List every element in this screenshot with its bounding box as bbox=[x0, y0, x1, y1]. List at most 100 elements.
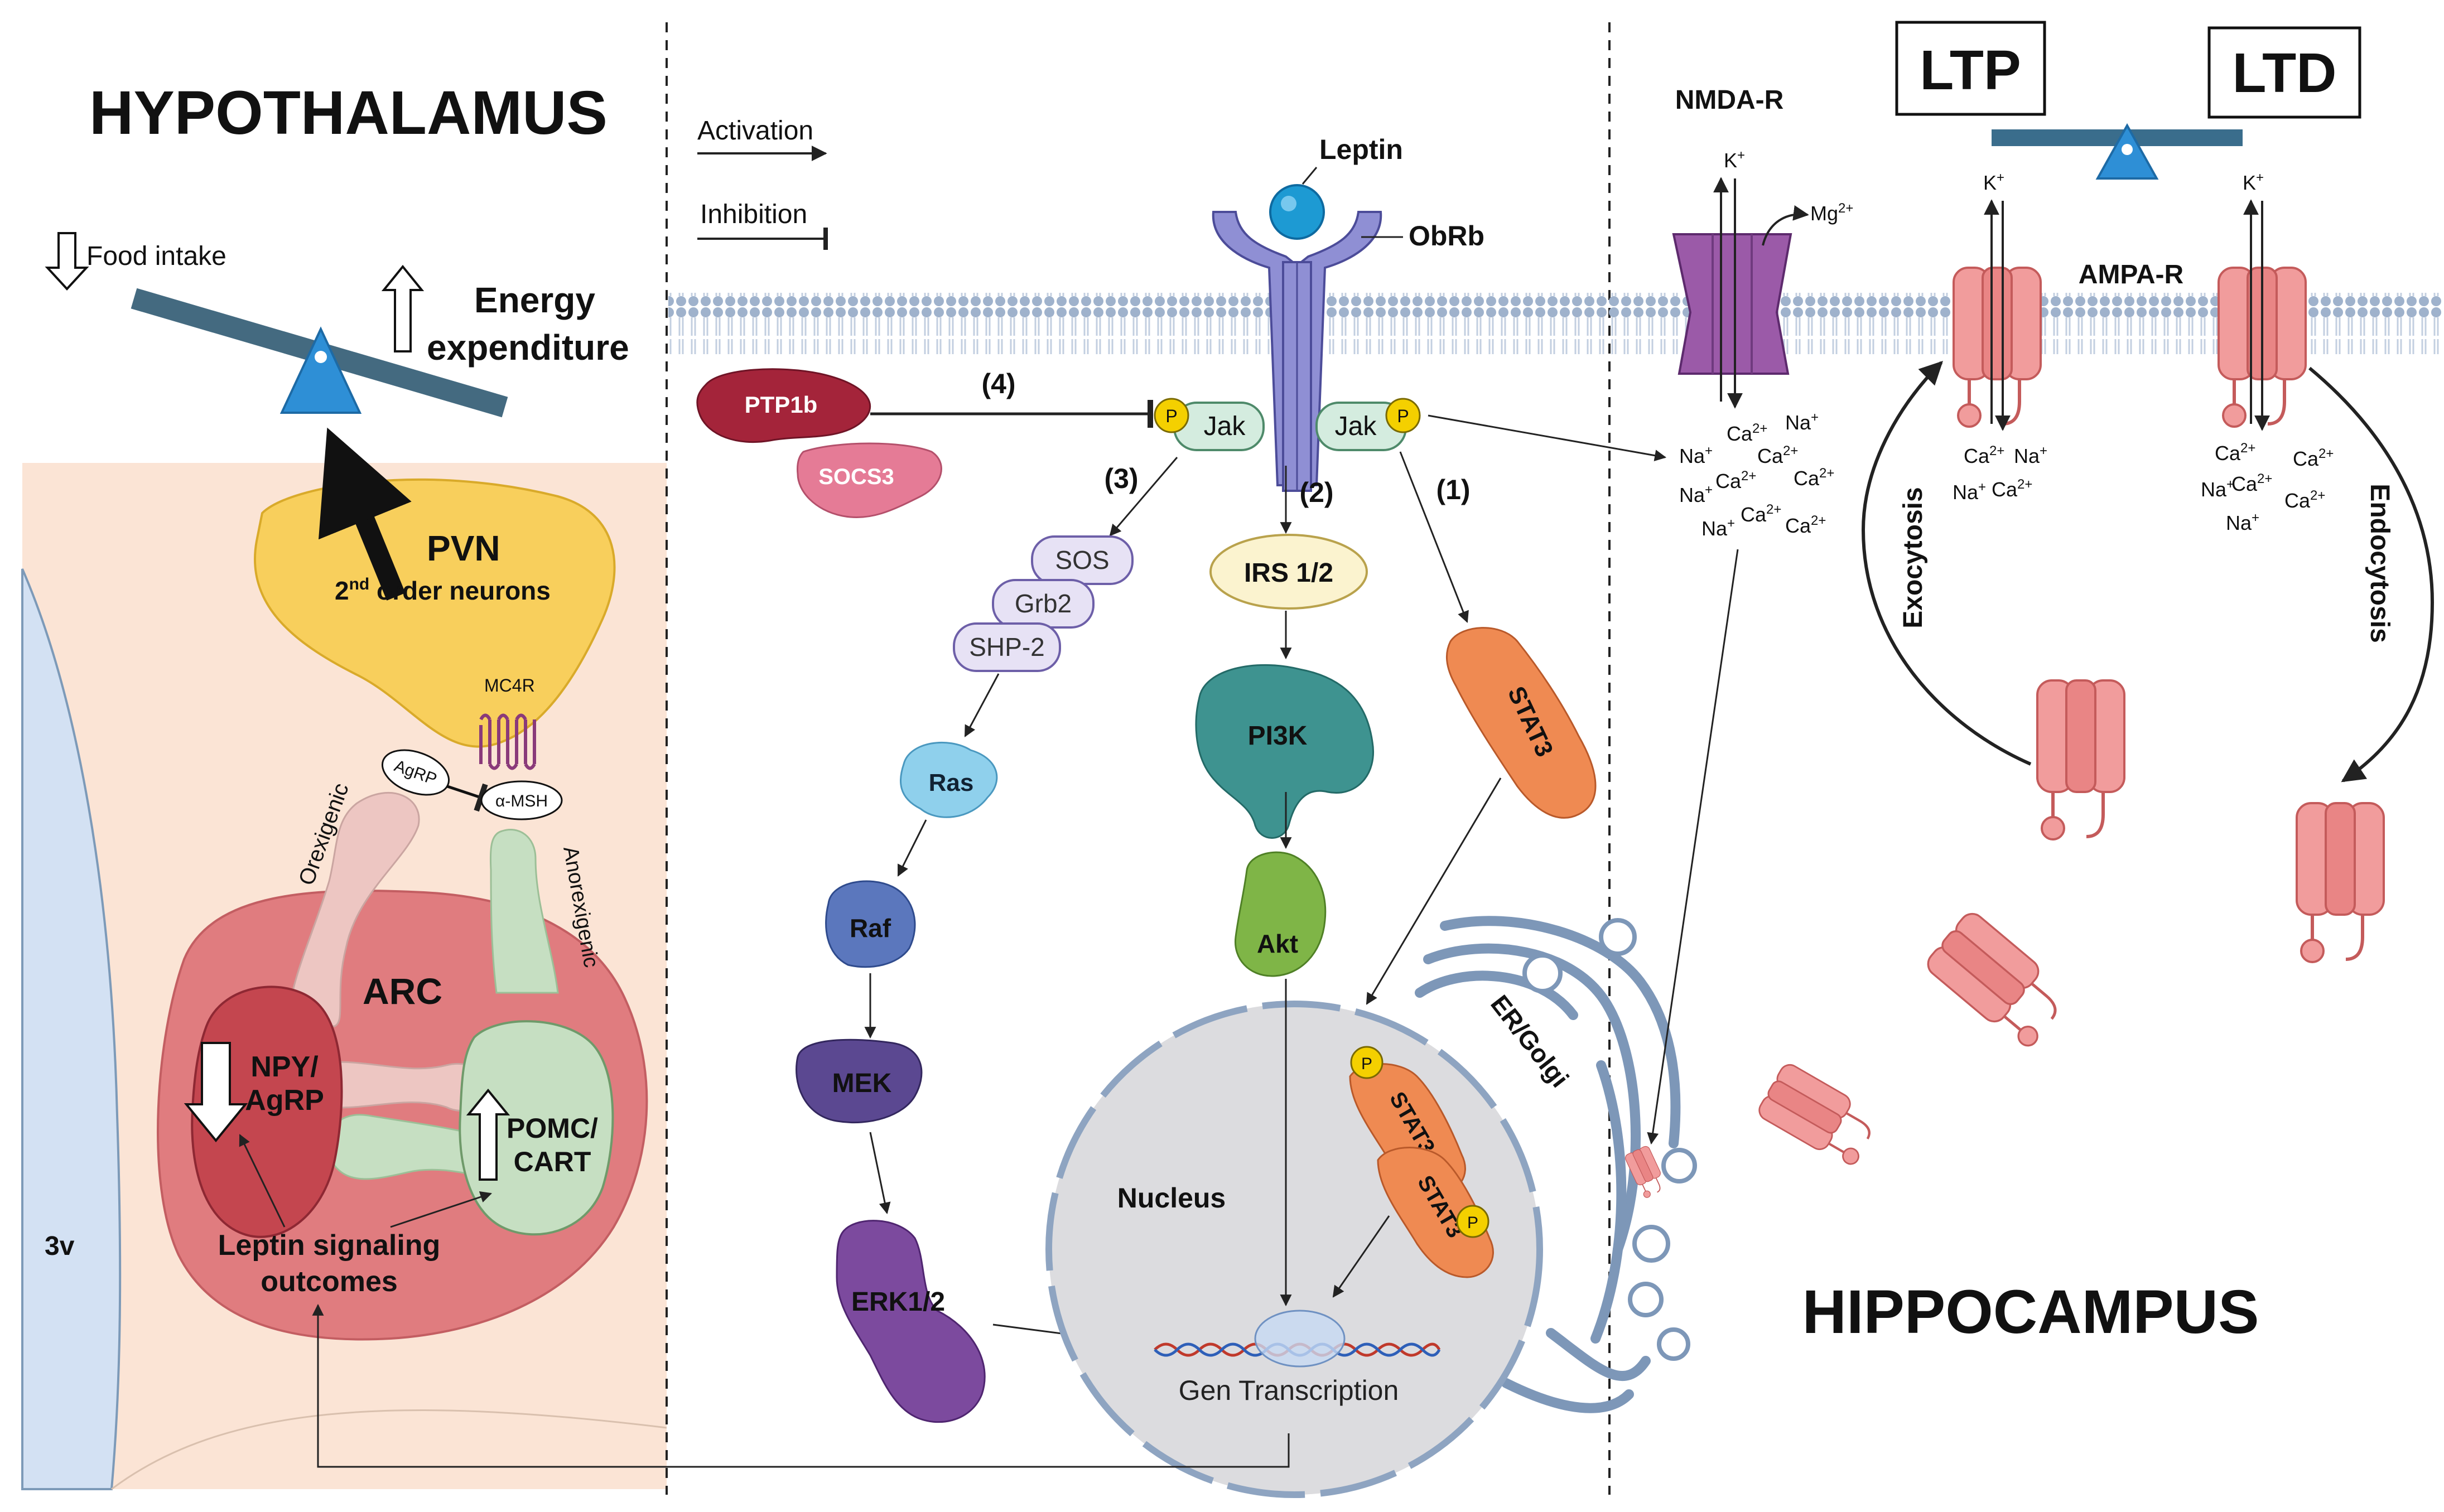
jak-to-sos-arrow bbox=[1109, 457, 1178, 537]
sos-label: SOS bbox=[1055, 545, 1109, 574]
pomc-cart-neuron bbox=[459, 1020, 614, 1236]
leptin-label: Leptin bbox=[1319, 134, 1403, 165]
pomc-label-line2: CART bbox=[514, 1146, 591, 1177]
mg-release-arrow bbox=[1762, 205, 1809, 246]
jak-left-p-badge bbox=[1154, 398, 1189, 433]
seesaw-fulcrum bbox=[279, 326, 362, 414]
step3-label: (3) bbox=[1104, 463, 1138, 494]
alpha-msh-label: α-MSH bbox=[495, 792, 548, 810]
nmda-label: NMDA-R bbox=[1675, 85, 1784, 115]
nmda-ion-cloud: Ca2+ Na+ Na+ Ca2+ Na+ Ca2+ Ca2+ Na+ Ca2+… bbox=[1679, 410, 1834, 540]
ltp-label: LTP bbox=[1920, 39, 2021, 102]
hypothalamus-title: HYPOTHALAMUS bbox=[89, 79, 608, 147]
svg-text:Ca2+: Ca2+ bbox=[2284, 488, 2325, 512]
food-intake-down-arrow-icon bbox=[45, 232, 89, 291]
nucleus-label: Nucleus bbox=[1117, 1182, 1226, 1214]
ampa-vesicle-1 bbox=[1923, 909, 2074, 1052]
exocytosis-label: Exocytosis bbox=[1898, 487, 1928, 628]
svg-text:Na+: Na+ bbox=[1785, 410, 1819, 434]
outcome-to-npy-arrow bbox=[239, 1134, 286, 1228]
jak-right-p-badge bbox=[1385, 398, 1421, 433]
stat3-cytoplasmic bbox=[1445, 627, 1597, 819]
ras-protein bbox=[900, 741, 998, 818]
pomc-label-line1: POMC/ bbox=[507, 1113, 598, 1144]
pi3k-protein bbox=[1195, 664, 1374, 839]
alpha-msh-bubble bbox=[480, 780, 563, 820]
svg-text:Na+: Na+ bbox=[2201, 477, 2234, 501]
step1-label: (1) bbox=[1436, 474, 1470, 505]
jak-right-label: Jak bbox=[1335, 412, 1377, 441]
stat3-nuclear-p1-label: P bbox=[1361, 1055, 1372, 1073]
ltd-label: LTD bbox=[2233, 42, 2337, 104]
ampa-internalized-receptor bbox=[2297, 803, 2384, 962]
pomc-up-arrow-icon bbox=[466, 1088, 510, 1181]
mek-label: MEK bbox=[832, 1069, 892, 1098]
ampa-ltd-k-label: K+ bbox=[2243, 170, 2264, 194]
nmda-receptor bbox=[1672, 233, 1792, 375]
ltd-box bbox=[2207, 26, 2361, 119]
shp2-to-ras-arrow bbox=[964, 673, 1000, 737]
ampa-label: AMPA-R bbox=[2079, 260, 2183, 289]
svg-text:Ca2+: Ca2+ bbox=[1785, 513, 1826, 537]
energy-label-line1: Energy bbox=[474, 280, 595, 320]
svg-text:Na+: Na+ bbox=[1679, 443, 1713, 467]
ions-to-vesicle-arrow bbox=[1647, 549, 1739, 1145]
energy-label-line2: expenditure bbox=[427, 327, 629, 368]
ptp1b-protein bbox=[696, 368, 871, 443]
svg-text:Ca2+: Ca2+ bbox=[1727, 421, 1767, 445]
socs3-label: SOCS3 bbox=[818, 465, 894, 489]
ras-to-raf-arrow bbox=[897, 819, 927, 877]
svg-text:Na+: Na+ bbox=[1701, 516, 1735, 540]
svg-text:Ca2+: Ca2+ bbox=[1964, 443, 2004, 467]
svg-text:Ca2+: Ca2+ bbox=[1757, 443, 1798, 467]
plasma-membrane bbox=[668, 293, 2442, 354]
ampa-ltp-k-label: K+ bbox=[1983, 170, 2004, 194]
ampa-ltp-ions: Ca2+ Na+ Na+ Ca2+ bbox=[1953, 443, 2047, 504]
ampa-receptor-ltp bbox=[1954, 268, 2041, 427]
step4-label: (4) bbox=[981, 368, 1015, 399]
shp2-label: SHP-2 bbox=[969, 632, 1044, 661]
agrp-inhibits-msh bbox=[447, 783, 488, 812]
rna-polymerase bbox=[1254, 1310, 1346, 1368]
stat3-nuclear-p2-label: P bbox=[1467, 1214, 1478, 1232]
socs3-protein bbox=[797, 442, 942, 519]
svg-text:Ca2+: Ca2+ bbox=[2215, 441, 2255, 465]
hypothalamus-panel: 3v HYPOTHALAMUS Food intake Energy expen… bbox=[21, 79, 667, 1490]
ventricle-label: 3v bbox=[45, 1231, 75, 1261]
legend-inhibition-label: Inhibition bbox=[700, 200, 807, 229]
panel-bottom-curve bbox=[111, 1409, 667, 1490]
endocytosis-arrow bbox=[2308, 366, 2435, 782]
svg-text:Ca2+: Ca2+ bbox=[2293, 446, 2334, 470]
pvn-activation-arrow bbox=[318, 427, 412, 601]
exocytosis-arrow bbox=[1861, 361, 2032, 766]
ras-label: Ras bbox=[929, 769, 974, 796]
npy-down-arrow-icon bbox=[184, 1042, 248, 1143]
mek-protein bbox=[796, 1038, 923, 1124]
stat3-nuclear-p2-badge bbox=[1456, 1205, 1489, 1238]
obrb-receptor bbox=[1212, 211, 1382, 492]
leptin-ligand bbox=[1269, 184, 1325, 240]
jak-to-stat3-arrow bbox=[1399, 451, 1469, 623]
endocytosis-label: Endocytosis bbox=[2365, 484, 2394, 643]
ampa-vesicle-2 bbox=[1756, 1061, 1882, 1170]
grb2-label: Grb2 bbox=[1015, 589, 1072, 618]
energy-balance-seesaw bbox=[131, 288, 508, 418]
legend-activation-label: Activation bbox=[697, 116, 813, 146]
svg-text:Na+: Na+ bbox=[2226, 510, 2259, 534]
pvn-region bbox=[253, 478, 616, 748]
ampa-recycling-receptor bbox=[2037, 680, 2124, 839]
irs-label: IRS 1/2 bbox=[1244, 558, 1333, 588]
outcome-to-pomc-arrow bbox=[390, 1191, 492, 1228]
hippocampus-panel: LTP LTD NMDA-R K+ Mg2+ Ca2+ Na+ Na+ Ca2+… bbox=[1428, 21, 2435, 1346]
mg-label: Mg2+ bbox=[1810, 201, 1853, 225]
arc-label: ARC bbox=[363, 970, 442, 1012]
gen-transcription-label: Gen Transcription bbox=[1179, 1375, 1399, 1406]
erk-label: ERK1/2 bbox=[851, 1287, 945, 1317]
mek-to-erk-arrow bbox=[869, 1132, 891, 1215]
second-order-neurons-label: 2nd order neurons bbox=[335, 575, 551, 605]
jak-right-p-label: P bbox=[1397, 406, 1409, 426]
pi3k-label: PI3K bbox=[1248, 721, 1308, 751]
npy-label-line1: NPY/ bbox=[250, 1051, 318, 1083]
